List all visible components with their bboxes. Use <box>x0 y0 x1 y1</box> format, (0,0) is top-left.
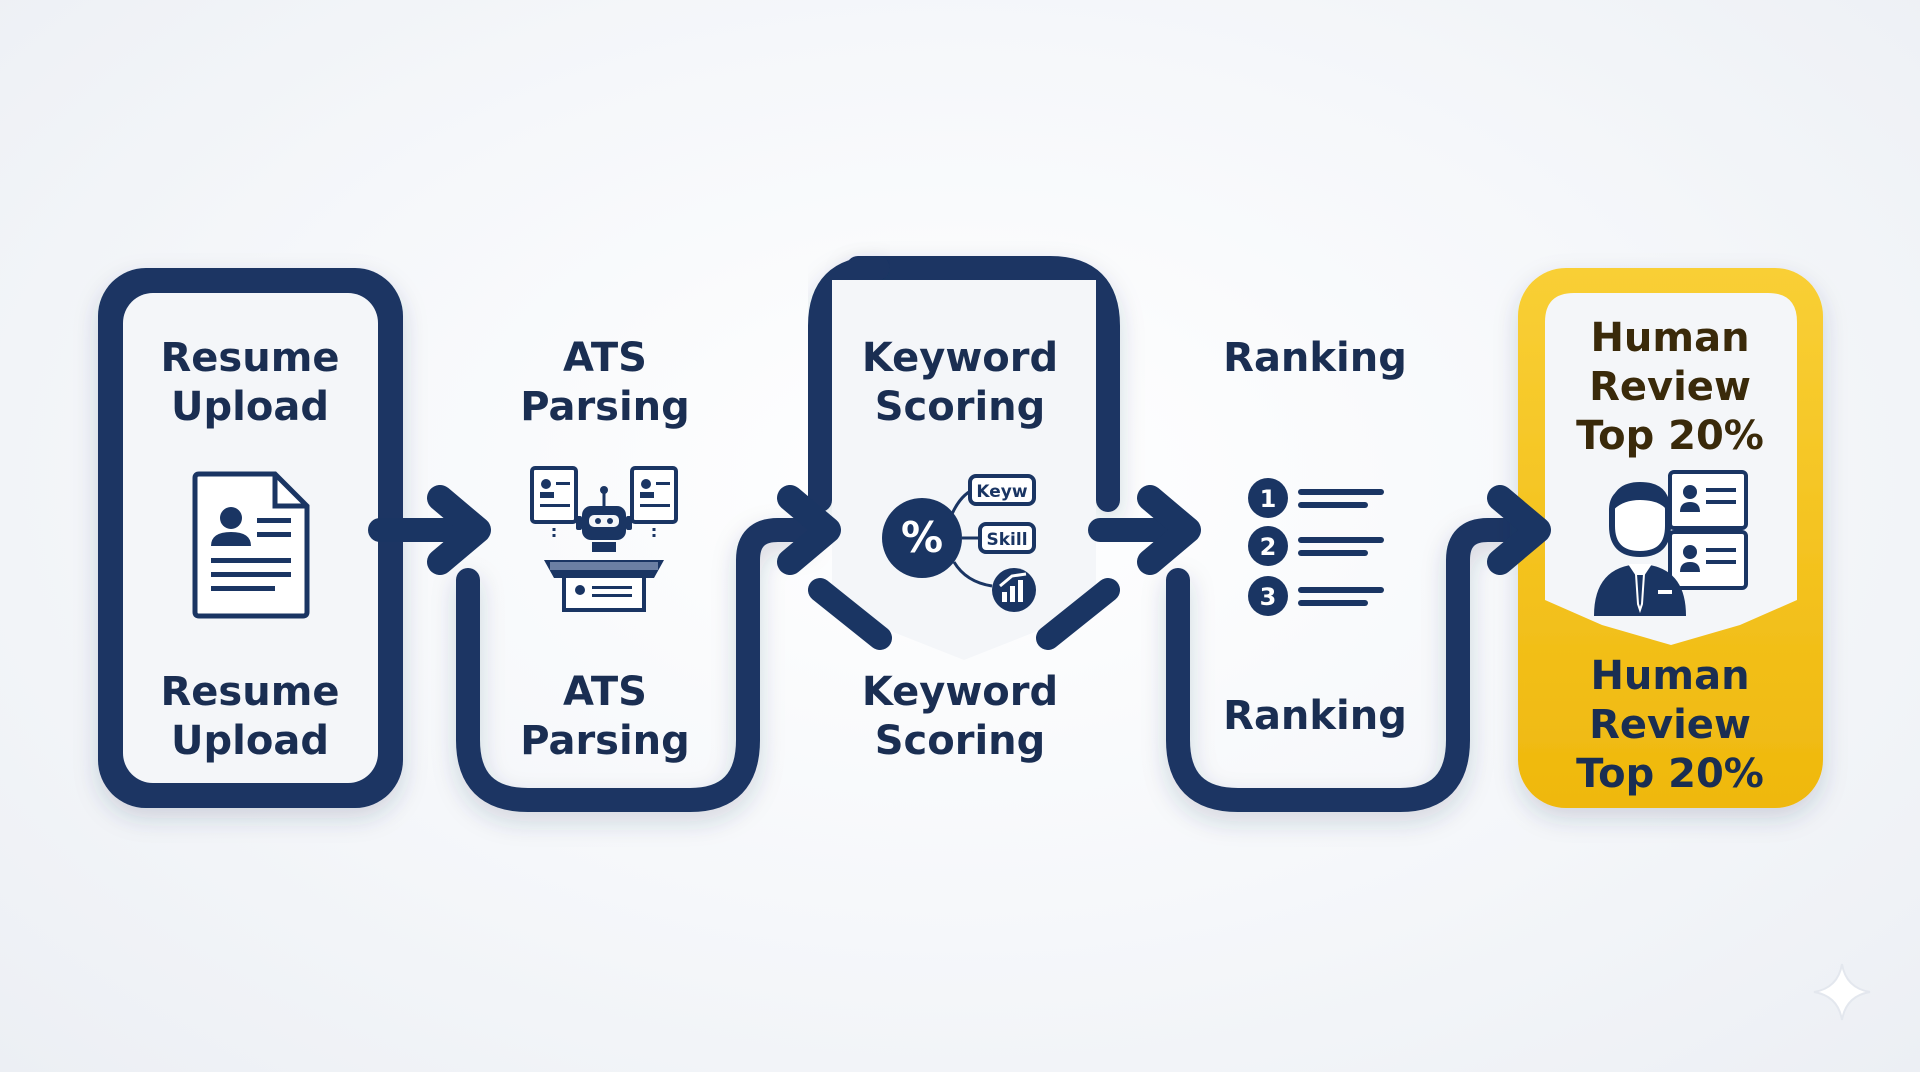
rank-item: 1 <box>1248 478 1384 518</box>
sparkle-icon <box>1813 963 1871 1021</box>
step-1-title: Resume Upload <box>160 335 340 430</box>
step-2-title: ATS Parsing <box>520 335 690 430</box>
step-4-title: Ranking <box>1223 335 1407 381</box>
svg-text:%: % <box>901 513 943 562</box>
chart-badge-icon <box>992 568 1036 612</box>
percent-keyword-icon: % Keyw Skill <box>882 474 1036 612</box>
rank-item: 3 <box>1248 576 1384 616</box>
arrow-1 <box>368 485 491 575</box>
step-5-caption: Human Review Top 20% <box>1576 653 1764 797</box>
human-reviewer-icon <box>1594 470 1748 616</box>
arrow-4 <box>1487 485 1551 575</box>
svg-text:2: 2 <box>1260 533 1277 561</box>
step-3-caption: Keyword Scoring <box>861 669 1059 764</box>
ranked-list-icon: 1 2 3 <box>1248 478 1384 616</box>
step-1-caption: Resume Upload <box>160 669 340 764</box>
step-5-title: Human Review Top 20% <box>1576 315 1764 459</box>
keyword-tag: Keyw <box>968 474 1036 506</box>
rank-item: 2 <box>1248 526 1384 566</box>
resume-document-icon <box>192 471 310 619</box>
step-ranking-frame <box>1166 518 1522 812</box>
step-keyword-scoring-box <box>808 256 1120 660</box>
svg-text:1: 1 <box>1260 485 1277 513</box>
step-4-caption: Ranking <box>1223 693 1407 739</box>
step-ats-parsing-frame <box>456 518 812 812</box>
svg-text:Keyw: Keyw <box>976 482 1027 502</box>
skill-tag: Skill <box>978 522 1036 554</box>
svg-text:3: 3 <box>1260 583 1277 611</box>
step-3-title: Keyword Scoring <box>861 335 1059 430</box>
arrow-2 <box>777 485 841 575</box>
robot-scanner-icon <box>530 466 678 612</box>
step-2-caption: ATS Parsing <box>520 669 690 764</box>
arrow-3 <box>1088 485 1201 575</box>
svg-text:Skill: Skill <box>986 530 1027 550</box>
